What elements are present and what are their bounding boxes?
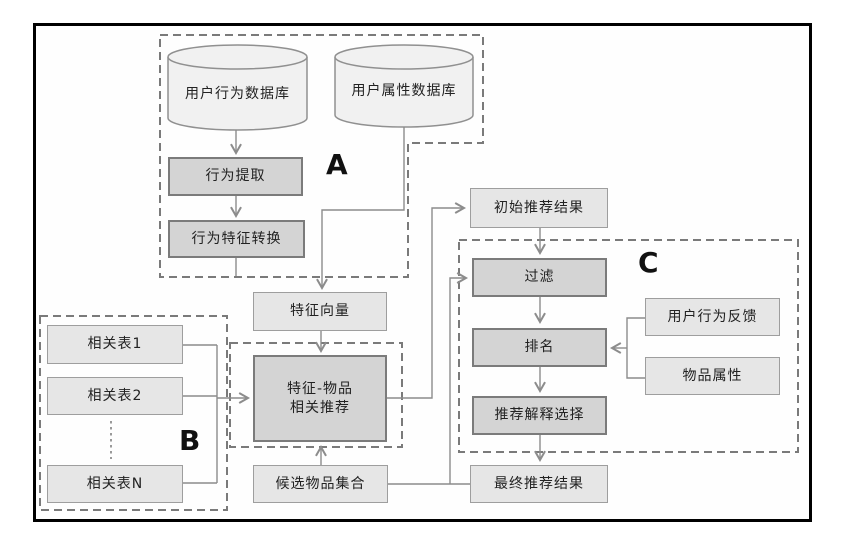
edge-feedback-attrs-bracket (626, 317, 645, 379)
user-attribute-db-cylinder (334, 44, 474, 128)
node-label: 相关表2 (87, 387, 143, 404)
edge-candidate-to-filter (449, 272, 469, 484)
node-behavior-feature-transform: 行为特征转换 (168, 220, 305, 258)
edge-feature-item-to-initial (387, 202, 467, 399)
node-explanation-selection: 推荐解释选择 (472, 396, 607, 435)
node-label: 排名 (524, 339, 555, 356)
node-label-line2: 相关推荐 (290, 399, 350, 416)
region-a-label: A (326, 148, 348, 181)
node-item-attributes: 物品属性 (645, 357, 780, 395)
user-behavior-db: 用户行为数据库 (168, 78, 307, 108)
node-behavior-extraction: 行为提取 (168, 157, 303, 196)
node-label: 最终推荐结果 (494, 475, 584, 492)
user-behavior-db-cylinder (167, 44, 308, 131)
node-filter: 过滤 (472, 258, 607, 297)
node-candidate-item-set: 候选物品集合 (253, 465, 388, 503)
node-initial-results: 初始推荐结果 (470, 188, 608, 228)
node-label: 相关表N (86, 475, 144, 492)
node-label: 相关表1 (87, 336, 143, 353)
region-b-outline (39, 315, 228, 511)
node-user-behavior-feedback: 用户行为反馈 (645, 298, 780, 336)
user-attribute-db-label: 用户属性数据库 (351, 83, 457, 99)
node-feature-vector: 特征向量 (253, 292, 387, 331)
node-final-results: 最终推荐结果 (470, 465, 608, 503)
region-a-outline (159, 34, 484, 278)
edge-db2-to-feature-vector (316, 127, 405, 291)
node-label: 推荐解释选择 (494, 407, 585, 424)
node-label: 特征向量 (290, 303, 350, 320)
node-related-table-n: 相关表N (47, 465, 183, 503)
node-label: 用户行为反馈 (667, 308, 758, 325)
node-label: 候选物品集合 (275, 475, 366, 492)
node-label: 物品属性 (682, 367, 743, 384)
node-ranking: 排名 (472, 328, 607, 367)
node-label-line1: 特征-物品 (286, 380, 354, 397)
node-label: 过滤 (524, 269, 555, 286)
node-feature-item-recommendation: 特征-物品 相关推荐 (253, 355, 387, 442)
node-related-table-1: 相关表1 (47, 325, 183, 364)
region-c-label: C (638, 246, 659, 279)
node-label: 行为提取 (205, 168, 266, 185)
node-label: 初始推荐结果 (494, 199, 584, 216)
region-b-label: B (179, 424, 201, 457)
user-attribute-db: 用户属性数据库 (335, 75, 473, 105)
node-label: 行为特征转换 (191, 230, 282, 247)
region-c-outline (458, 239, 799, 453)
node-related-table-2: 相关表2 (47, 377, 183, 415)
user-behavior-db-label: 用户行为数据库 (185, 86, 290, 102)
